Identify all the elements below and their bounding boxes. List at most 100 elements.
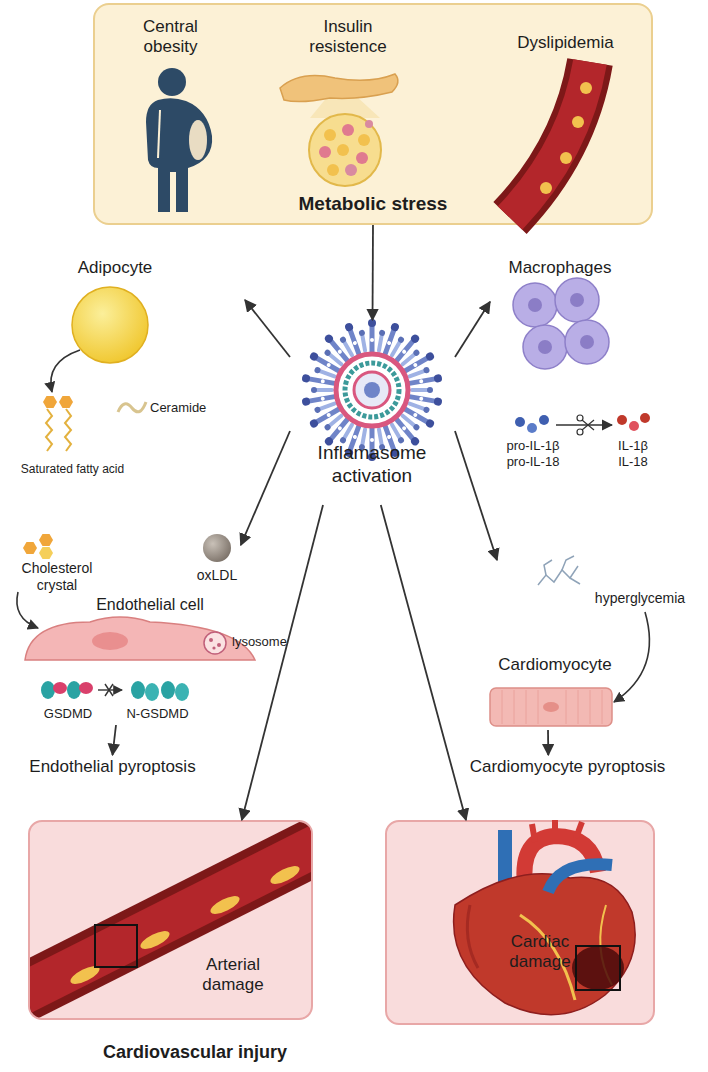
- person-silhouette: [158, 68, 186, 96]
- cytokine-cleavage: [577, 415, 583, 421]
- inflammasome-icon: [344, 424, 363, 458]
- damage-box: Cardiac damage: [385, 820, 655, 1025]
- fatty-acid-icon: [43, 396, 73, 451]
- inflammasome-icon: [323, 417, 350, 447]
- inflammasome-icon: [381, 424, 400, 458]
- artery-damage-art: [68, 962, 102, 987]
- inflammasome-icon: [409, 401, 431, 414]
- artery-icon: [572, 116, 584, 128]
- cardiomyocyte-cell: [543, 702, 559, 712]
- inflammasome-icon: [354, 372, 390, 408]
- glucose-icon: [538, 566, 578, 585]
- metabolic-box: Central obesityInsulin resistenceDyslipi…: [93, 3, 653, 225]
- inflammasome-icon: [409, 374, 443, 388]
- arrow-connector: [547, 730, 549, 755]
- inflammasome-icon: [336, 354, 408, 426]
- cardiomyocyte-cell: [490, 688, 612, 726]
- damage-box: Arterial damage: [28, 820, 313, 1020]
- inflammasome-icon: [339, 336, 355, 357]
- glucose-icon: [562, 556, 574, 570]
- macrophage-cells: [513, 283, 557, 327]
- cardiomyocyte-cell: [490, 688, 612, 726]
- fatty-acid-icon: [59, 396, 73, 408]
- inflammasome-icon: [323, 333, 350, 363]
- cholesterol-crystal-icon: [17, 534, 53, 628]
- gsdmd-icon: [175, 683, 189, 701]
- inflammasome-icon: [314, 401, 336, 414]
- inflammasome-icon: [301, 319, 442, 461]
- glucose-icon: [614, 612, 649, 702]
- cholesterol-crystal-icon: [23, 542, 37, 554]
- annotation-label: IL-1β IL-18: [610, 438, 656, 469]
- inflammasome-icon: [323, 348, 343, 366]
- person-silhouette: [146, 98, 212, 212]
- artery-icon: [510, 62, 592, 218]
- arrow-connector: [241, 431, 290, 545]
- macrophage-cells: [523, 325, 567, 369]
- arrow-connector: [242, 505, 323, 820]
- heart-art: [600, 905, 612, 985]
- artery-icon: [510, 62, 590, 218]
- cell-title: Endothelial cell: [75, 595, 225, 614]
- cytokine-cleavage: [640, 413, 650, 423]
- cell-node: Cardiomyocyte: [480, 560, 650, 730]
- endothelial-cell-shape: [209, 638, 213, 642]
- gsdmd-icon: [161, 681, 175, 699]
- cell-node: Macrophages: [490, 258, 660, 383]
- inflammasome-icon: [401, 413, 421, 431]
- pancreas-icon: [345, 164, 357, 176]
- pancreas-icon: [319, 146, 331, 158]
- person-silhouette: [189, 120, 207, 160]
- box-text: Cardiac damage: [500, 932, 580, 973]
- heart-art: [454, 820, 636, 1015]
- adipocyte-cell: [72, 287, 148, 363]
- endothelial-cell-shape: [204, 632, 226, 654]
- macrophage-cells: [580, 335, 594, 349]
- arrow-connector: [113, 725, 117, 755]
- endothelial-cell-shape: [217, 643, 221, 647]
- annotation-label: N-GSDMD: [120, 706, 195, 722]
- artery-damage-art: [208, 892, 242, 917]
- cell-node: Endothelial cell: [20, 545, 260, 725]
- pancreas-icon: [310, 96, 380, 118]
- gsdmd-icon: [98, 689, 122, 690]
- inflammasome-icon: [301, 393, 335, 407]
- cytokine-cleavage: [515, 413, 650, 435]
- heart-art: [454, 874, 636, 1015]
- inflammasome-icon: [344, 322, 363, 356]
- oxldl-icon: [203, 534, 231, 562]
- macrophage-cells: [538, 340, 552, 354]
- inflammasome-icon: [323, 413, 343, 431]
- box-text: Insulin resistence: [298, 17, 398, 58]
- annotation-label: lysosome: [232, 634, 302, 650]
- inflammasome-icon: [314, 366, 336, 379]
- node-title: Inflamasome activation: [302, 442, 442, 488]
- inflammasome-icon: [368, 319, 376, 352]
- caption-text: Cardiovascular injury: [80, 1042, 310, 1064]
- adipocyte-cell: [51, 350, 80, 392]
- cytokine-cleavage: [539, 415, 549, 425]
- heart-art: [467, 905, 478, 968]
- arrow-connector: [455, 431, 497, 560]
- heart-art: [576, 946, 620, 990]
- gsdmd-icon: [79, 682, 93, 694]
- pancreas-icon: [337, 144, 349, 156]
- heart-art: [498, 830, 512, 885]
- endothelial-cell-shape: [25, 617, 255, 660]
- artery-icon: [560, 152, 572, 164]
- artery-damage-art: [30, 843, 311, 995]
- artery-icon: [580, 82, 592, 94]
- artery-damage-art: [30, 843, 311, 995]
- person-silhouette: [158, 110, 160, 158]
- cytokine-cleavage: [527, 423, 537, 433]
- inflammasome-icon: [345, 363, 399, 417]
- endothelial-cell-shape: [25, 617, 255, 660]
- arrow-connector: [381, 505, 466, 820]
- inflammasome-node: Inflamasome activation: [290, 320, 455, 505]
- fatty-acid-icon: [46, 409, 52, 451]
- inflammasome-icon: [389, 423, 405, 444]
- cytokine-cleavage: [629, 421, 639, 431]
